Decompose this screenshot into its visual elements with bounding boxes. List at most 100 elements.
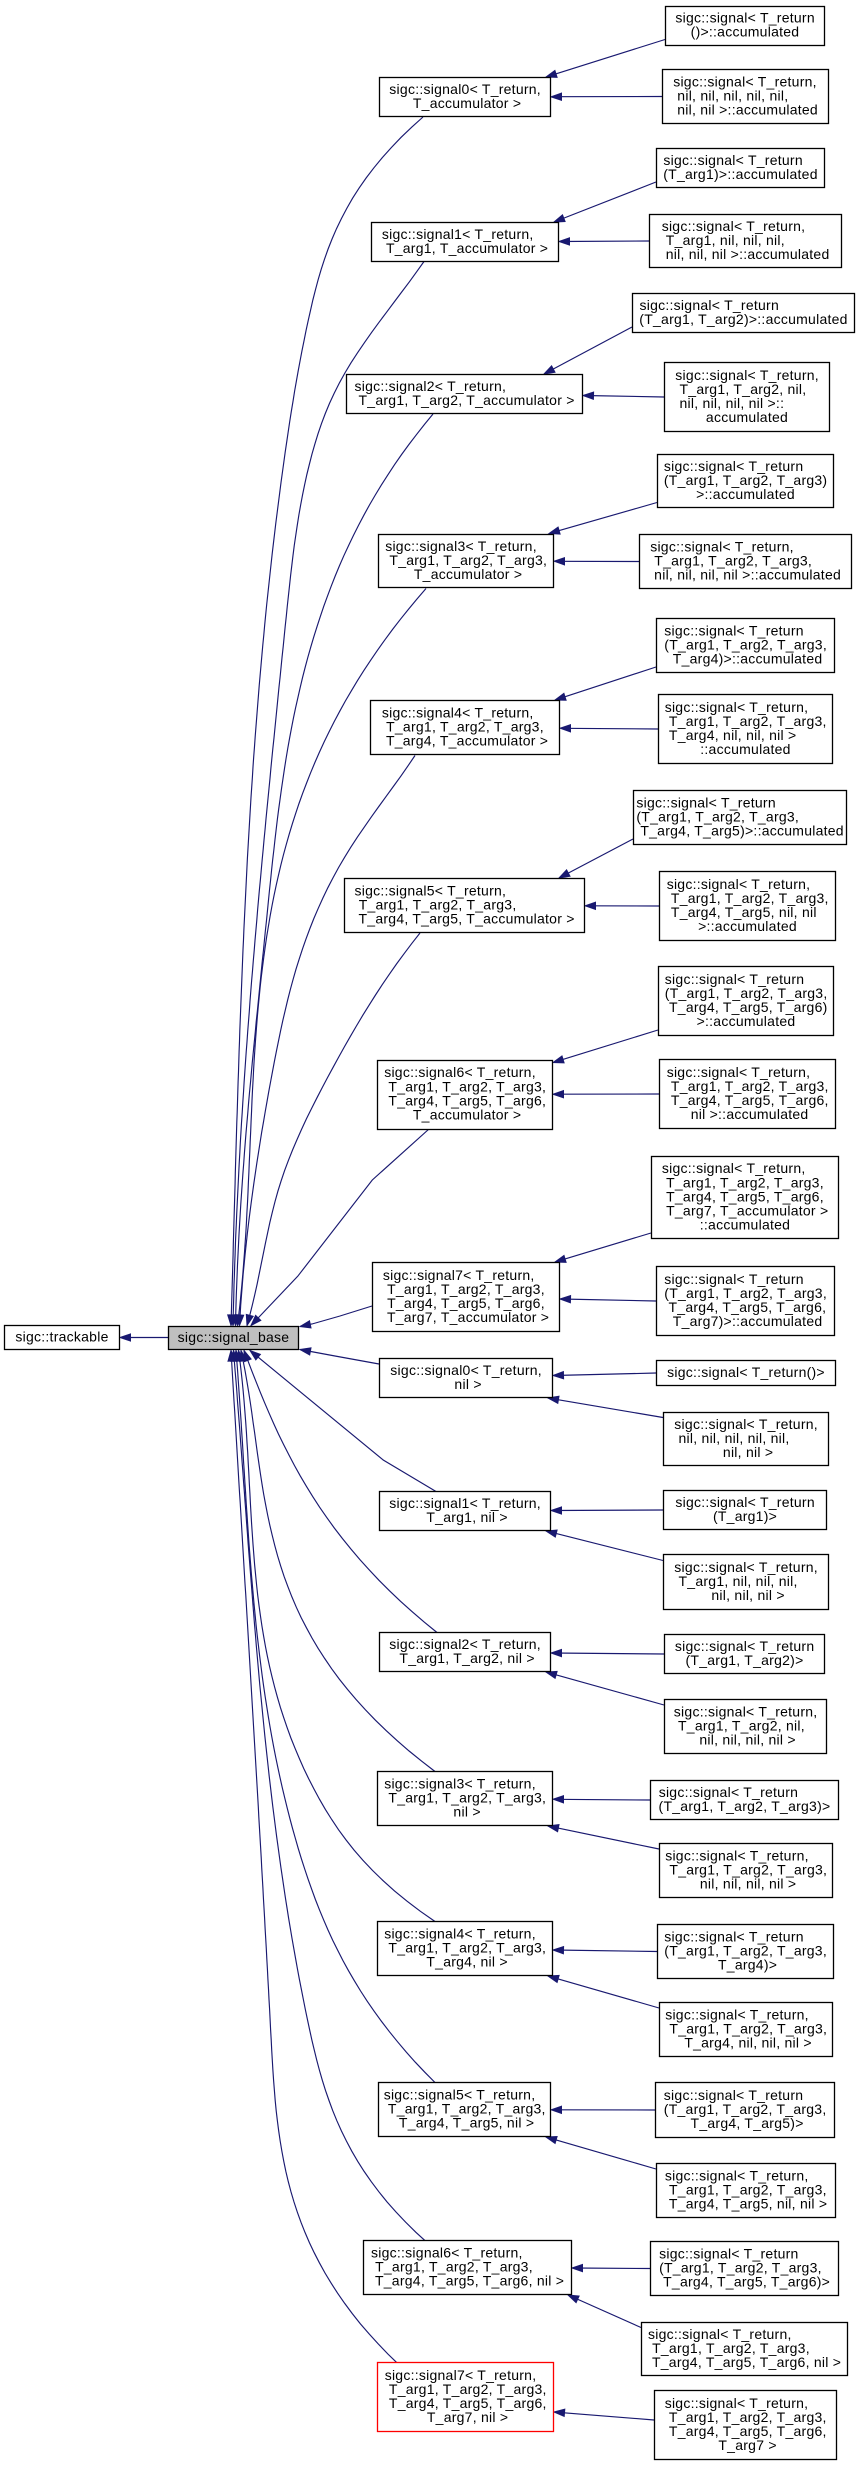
svg-text:T_arg1, T_arg2, nil,: T_arg1, T_arg2, nil, — [678, 1717, 805, 1733]
svg-text:T_arg1, T_arg2, T_arg3,: T_arg1, T_arg2, T_arg3, — [386, 718, 544, 734]
svg-text:nil, nil, nil, nil >: nil, nil, nil, nil > — [700, 1876, 796, 1892]
svg-text:(T_arg1, T_arg2, T_arg3)>: (T_arg1, T_arg2, T_arg3)> — [659, 1798, 831, 1814]
svg-text:nil, nil, nil, nil >: nil, nil, nil, nil > — [699, 1732, 795, 1748]
svg-text:sigc::signal< T_return,: sigc::signal< T_return, — [674, 1703, 818, 1719]
svg-text:T_arg1, T_arg2, T_arg3,: T_arg1, T_arg2, T_arg3, — [388, 1789, 546, 1805]
svg-text:T_arg1, T_accumulator >: T_arg1, T_accumulator > — [386, 240, 548, 256]
svg-text:T_arg4, nil >: T_arg4, nil > — [426, 1954, 507, 1970]
svg-text:T_arg4, T_arg5, T_arg6,: T_arg4, T_arg5, T_arg6, — [671, 1092, 829, 1108]
svg-text:T_arg4, T_arg5, T_arg6,: T_arg4, T_arg5, T_arg6, — [669, 2423, 827, 2439]
svg-text:sigc::signal2< T_return,: sigc::signal2< T_return, — [355, 378, 507, 394]
svg-text:T_arg4, T_arg5)>::accumulated: T_arg4, T_arg5)>::accumulated — [640, 823, 844, 839]
svg-text:nil, nil, nil, nil, nil,: nil, nil, nil, nil, nil, — [679, 1430, 790, 1446]
svg-text:T_arg4, T_arg5, T_arg6,: T_arg4, T_arg5, T_arg6, — [387, 1295, 545, 1311]
svg-text:sigc::signal< T_return()>: sigc::signal< T_return()> — [667, 1364, 825, 1380]
svg-text:sigc::signal< T_return: sigc::signal< T_return — [675, 9, 814, 25]
svg-text:sigc::signal2< T_return,: sigc::signal2< T_return, — [389, 1636, 541, 1652]
svg-text:T_arg1, nil, nil, nil,: T_arg1, nil, nil, nil, — [679, 1573, 798, 1589]
svg-text:T_arg1, T_arg2, nil,: T_arg1, T_arg2, nil, — [680, 381, 807, 397]
svg-text:sigc::signal7< T_return,: sigc::signal7< T_return, — [385, 2367, 537, 2383]
svg-text:sigc::signal< T_return,: sigc::signal< T_return, — [665, 1847, 809, 1863]
svg-text:()>::accumulated: ()>::accumulated — [691, 23, 800, 39]
svg-text:sigc::signal< T_return: sigc::signal< T_return — [675, 1494, 814, 1510]
svg-text:sigc::signal< T_return,: sigc::signal< T_return, — [667, 876, 811, 892]
svg-text:sigc::signal1< T_return,: sigc::signal1< T_return, — [382, 226, 534, 242]
svg-text:T_arg7, nil >: T_arg7, nil > — [427, 2409, 508, 2425]
svg-text:T_arg1, T_arg2, T_arg3,: T_arg1, T_arg2, T_arg3, — [666, 1174, 824, 1190]
svg-text:sigc::signal< T_return,: sigc::signal< T_return, — [665, 2395, 809, 2411]
svg-text:accumulated: accumulated — [706, 409, 788, 425]
svg-text:sigc::signal6< T_return,: sigc::signal6< T_return, — [371, 2244, 523, 2260]
svg-text:sigc::signal< T_return,: sigc::signal< T_return, — [650, 538, 794, 554]
svg-text:T_arg4, T_arg5, T_arg6,: T_arg4, T_arg5, T_arg6, — [666, 1188, 824, 1204]
svg-text:sigc::signal< T_return,: sigc::signal< T_return, — [674, 1559, 818, 1575]
svg-text:T_arg4, T_arg5, nil, nil >: T_arg4, T_arg5, nil, nil > — [669, 2196, 827, 2212]
svg-text:sigc::signal< T_return,: sigc::signal< T_return, — [665, 2167, 809, 2183]
svg-text:nil, nil >::accumulated: nil, nil >::accumulated — [677, 102, 818, 118]
svg-text:T_arg1, T_arg2, T_arg3,: T_arg1, T_arg2, T_arg3, — [671, 890, 829, 906]
svg-text:sigc::signal3< T_return,: sigc::signal3< T_return, — [384, 1775, 536, 1791]
svg-text:nil >: nil > — [454, 1376, 481, 1392]
svg-text:T_arg1, nil, nil, nil,: T_arg1, nil, nil, nil, — [666, 232, 785, 248]
svg-text:T_arg4, T_arg5, T_arg6,: T_arg4, T_arg5, T_arg6, — [389, 2395, 547, 2411]
svg-text:sigc::signal< T_return: sigc::signal< T_return — [664, 622, 803, 638]
svg-text:nil, nil, nil, nil >::: nil, nil, nil, nil >:: — [680, 395, 785, 411]
svg-text:T_arg4, T_arg5, T_arg6,: T_arg4, T_arg5, T_arg6, — [388, 1093, 546, 1109]
svg-text:T_arg4, T_arg5)>: T_arg4, T_arg5)> — [691, 2115, 804, 2131]
svg-text:>::accumulated: >::accumulated — [696, 486, 795, 502]
svg-text:nil, nil, nil >: nil, nil, nil > — [711, 1587, 784, 1603]
svg-text:(T_arg1, T_arg2, T_arg3,: (T_arg1, T_arg2, T_arg3, — [659, 2259, 822, 2275]
svg-text:sigc::signal< T_return: sigc::signal< T_return — [659, 2245, 798, 2261]
svg-text:(T_arg1)>::accumulated: (T_arg1)>::accumulated — [663, 166, 818, 182]
svg-text:sigc::signal< T_return: sigc::signal< T_return — [675, 1638, 814, 1654]
svg-text:T_arg4, T_accumulator >: T_arg4, T_accumulator > — [386, 733, 548, 749]
svg-text:sigc::trackable: sigc::trackable — [15, 1328, 108, 1344]
svg-text:::accumulated: ::accumulated — [700, 1217, 790, 1233]
svg-text:nil, nil, nil, nil >::accumula: nil, nil, nil, nil >::accumulated — [654, 567, 841, 583]
svg-text:T_arg1, T_arg2, T_arg3,: T_arg1, T_arg2, T_arg3, — [388, 2100, 546, 2116]
svg-text:T_arg1, T_arg2, T_arg3,: T_arg1, T_arg2, T_arg3, — [389, 552, 547, 568]
svg-text:T_arg1, T_arg2, T_arg3,: T_arg1, T_arg2, T_arg3, — [669, 2409, 827, 2425]
svg-text:T_arg7, T_accumulator >: T_arg7, T_accumulator > — [387, 1309, 549, 1325]
svg-text:T_accumulator >: T_accumulator > — [413, 1107, 521, 1123]
svg-text:sigc::signal1< T_return,: sigc::signal1< T_return, — [389, 1495, 541, 1511]
svg-text:T_arg4, T_arg5, T_arg6,: T_arg4, T_arg5, T_arg6, — [669, 1299, 827, 1315]
svg-text:(T_arg1, T_arg2, T_arg3,: (T_arg1, T_arg2, T_arg3, — [664, 636, 827, 652]
svg-text:T_arg1, T_arg2, T_arg3,: T_arg1, T_arg2, T_arg3, — [669, 2020, 827, 2036]
svg-text:T_arg1, nil >: T_arg1, nil > — [426, 1509, 507, 1525]
svg-text:sigc::signal< T_return: sigc::signal< T_return — [664, 2087, 803, 2103]
svg-text:T_arg1, T_arg2, T_arg3,: T_arg1, T_arg2, T_arg3, — [671, 1078, 829, 1094]
svg-text:sigc::signal< T_return,: sigc::signal< T_return, — [648, 2326, 792, 2342]
svg-text:T_arg4, T_arg5, nil >: T_arg4, T_arg5, nil > — [399, 2115, 534, 2131]
svg-text:T_arg1, T_arg2, T_arg3,: T_arg1, T_arg2, T_arg3, — [654, 552, 812, 568]
svg-text:sigc::signal5< T_return,: sigc::signal5< T_return, — [384, 2086, 536, 2102]
svg-text:T_arg1, T_arg2, T_arg3,: T_arg1, T_arg2, T_arg3, — [669, 1861, 827, 1877]
svg-text:T_arg4, T_arg5, T_arg6, nil >: T_arg4, T_arg5, T_arg6, nil > — [375, 2273, 564, 2289]
svg-text:sigc::signal< T_return,: sigc::signal< T_return, — [675, 367, 819, 383]
svg-text:sigc::signal< T_return,: sigc::signal< T_return, — [665, 2006, 809, 2022]
svg-text:(T_arg1, T_arg2, T_arg3,: (T_arg1, T_arg2, T_arg3, — [664, 2101, 827, 2117]
svg-text:T_arg4, nil, nil, nil >: T_arg4, nil, nil, nil > — [669, 727, 797, 743]
svg-text:(T_arg1, T_arg2, T_arg3,: (T_arg1, T_arg2, T_arg3, — [665, 985, 828, 1001]
svg-text:T_arg7)>::accumulated: T_arg7)>::accumulated — [673, 1313, 823, 1329]
svg-text:T_arg4, nil, nil, nil >: T_arg4, nil, nil, nil > — [684, 2035, 812, 2051]
svg-text:T_arg1, T_arg2, T_arg3,: T_arg1, T_arg2, T_arg3, — [375, 2258, 533, 2274]
svg-text:sigc::signal< T_return,: sigc::signal< T_return, — [665, 699, 809, 715]
svg-text:T_arg4, T_arg5, nil, nil: T_arg4, T_arg5, nil, nil — [671, 904, 817, 920]
svg-text:nil, nil >: nil, nil > — [723, 1444, 773, 1460]
svg-text:(T_arg1, T_arg2, T_arg3,: (T_arg1, T_arg2, T_arg3, — [664, 1942, 827, 1958]
svg-text:T_arg4, T_arg5, T_arg6, nil >: T_arg4, T_arg5, T_arg6, nil > — [652, 2354, 841, 2370]
svg-text:sigc::signal7< T_return,: sigc::signal7< T_return, — [383, 1267, 535, 1283]
svg-text:sigc::signal0< T_return,: sigc::signal0< T_return, — [390, 1362, 542, 1378]
svg-text:sigc::signal< T_return: sigc::signal< T_return — [664, 1928, 803, 1944]
svg-text:sigc::signal0< T_return,: sigc::signal0< T_return, — [389, 81, 541, 97]
svg-text:T_arg1, T_arg2, T_arg3,: T_arg1, T_arg2, T_arg3, — [652, 2340, 810, 2356]
svg-text:>::accumulated: >::accumulated — [698, 918, 797, 934]
svg-text:T_arg4)>::accumulated: T_arg4)>::accumulated — [673, 651, 823, 667]
svg-text:T_arg1, T_arg2, T_arg3,: T_arg1, T_arg2, T_arg3, — [388, 1939, 546, 1955]
svg-text:(T_arg1)>: (T_arg1)> — [713, 1508, 777, 1524]
svg-text:T_arg1, T_arg2, T_arg3,: T_arg1, T_arg2, T_arg3, — [669, 2181, 827, 2197]
svg-text:sigc::signal< T_return: sigc::signal< T_return — [640, 297, 779, 313]
svg-text:(T_arg1, T_arg2, T_arg3,: (T_arg1, T_arg2, T_arg3, — [664, 1285, 827, 1301]
svg-text:(T_arg1, T_arg2, T_arg3,: (T_arg1, T_arg2, T_arg3, — [636, 808, 799, 824]
